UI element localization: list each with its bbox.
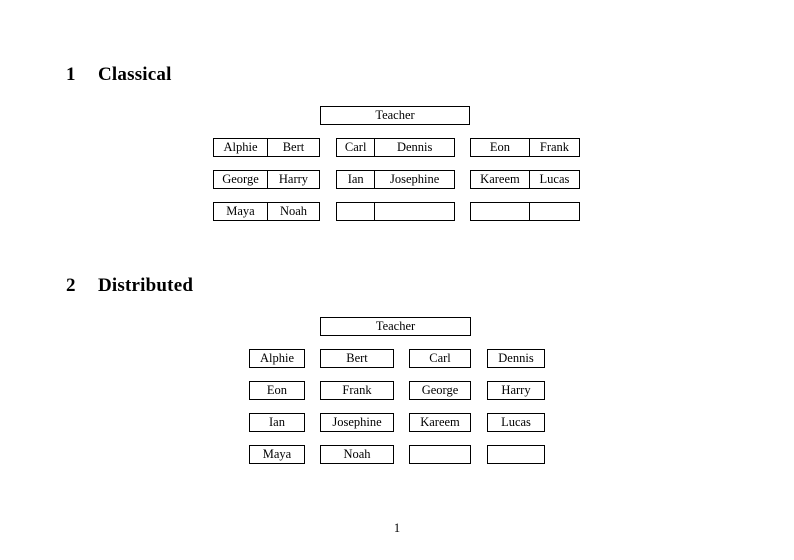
- classical-cell: Noah: [266, 203, 319, 220]
- classical-cell: Lucas: [528, 171, 579, 188]
- classical-cell: [471, 203, 529, 220]
- classical-cell: [374, 203, 454, 220]
- classical-group-3-row-1: Eon Frank: [470, 138, 580, 157]
- classical-cell: Ian: [347, 172, 364, 187]
- page-number: 1: [393, 521, 401, 535]
- classical-cell: Josephine: [374, 171, 454, 188]
- distributed-box: Noah: [320, 445, 394, 464]
- classical-cell: Bert: [266, 139, 319, 156]
- classical-group-3-row-3: [470, 202, 580, 221]
- distributed-teacher-box: Teacher: [320, 317, 471, 336]
- classical-cell: Maya: [226, 204, 255, 219]
- distributed-box: Maya: [249, 445, 305, 464]
- classical-cell: [337, 203, 374, 220]
- classical-cell: Alphie: [223, 140, 258, 155]
- classical-cell: Eon: [489, 140, 511, 155]
- distributed-box: Ian: [249, 413, 305, 432]
- classical-group-1-row-1: Alphie Bert: [213, 138, 320, 157]
- classical-cell: Harry: [266, 171, 319, 188]
- distributed-box: Lucas: [487, 413, 545, 432]
- distributed-box: Alphie: [249, 349, 305, 368]
- classical-cell: Kareem: [480, 172, 520, 187]
- classical-teacher-box: Teacher: [320, 106, 470, 125]
- classical-cell: Dennis: [374, 139, 454, 156]
- section-number: 2: [66, 275, 76, 296]
- section-heading-classical: 1 Classical: [66, 64, 172, 86]
- section-heading-distributed: 2 Distributed: [66, 275, 193, 297]
- distributed-box: [487, 445, 545, 464]
- classical-cell: Frank: [528, 139, 579, 156]
- distributed-box: Josephine: [320, 413, 394, 432]
- section-title: Distributed: [98, 275, 194, 296]
- classical-group-3-row-2: Kareem Lucas: [470, 170, 580, 189]
- distributed-box: Bert: [320, 349, 394, 368]
- distributed-box: Dennis: [487, 349, 545, 368]
- distributed-box: Carl: [409, 349, 471, 368]
- classical-cell: Carl: [344, 140, 367, 155]
- distributed-box: Frank: [320, 381, 394, 400]
- classical-cell: George: [222, 172, 259, 187]
- classical-cell: [528, 203, 579, 220]
- distributed-teacher-label: Teacher: [375, 319, 416, 334]
- classical-group-2-row-2: Ian Josephine: [336, 170, 455, 189]
- classical-group-2-row-1: Carl Dennis: [336, 138, 455, 157]
- classical-group-1-row-2: George Harry: [213, 170, 320, 189]
- section-number: 1: [66, 64, 76, 85]
- classical-teacher-label: Teacher: [375, 108, 415, 123]
- distributed-box: Kareem: [409, 413, 471, 432]
- distributed-box: Eon: [249, 381, 305, 400]
- distributed-box: Harry: [487, 381, 545, 400]
- classical-group-2-row-3: [336, 202, 455, 221]
- section-title: Classical: [98, 64, 172, 85]
- classical-group-1-row-3: Maya Noah: [213, 202, 320, 221]
- distributed-box: [409, 445, 471, 464]
- distributed-box: George: [409, 381, 471, 400]
